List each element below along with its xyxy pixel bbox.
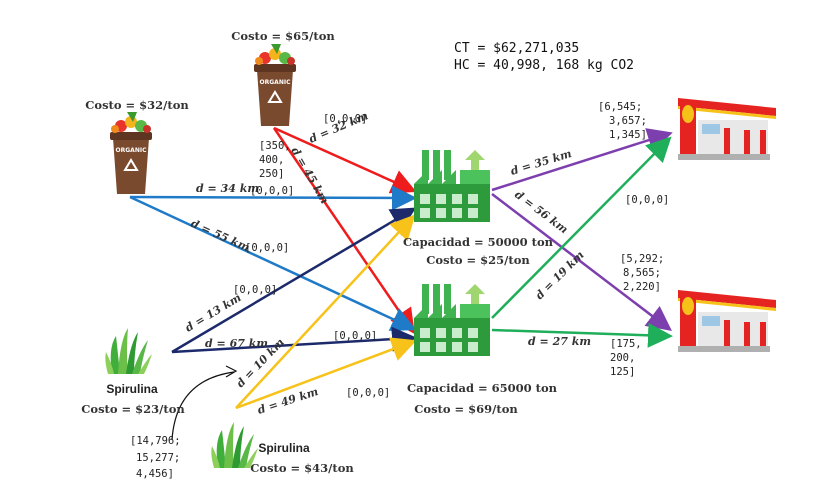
- spirulina-bottom-name: Spirulina: [258, 441, 310, 455]
- organic-bin-icon: ORGANIC: [253, 43, 297, 127]
- flow-label: [0,0,0]: [323, 113, 367, 125]
- flow-label: 250]: [259, 168, 284, 180]
- annotation-pointer-curve: [171, 371, 235, 441]
- flow-label: [175,: [610, 338, 642, 350]
- flow-label: [0,0,0]: [233, 284, 277, 296]
- arrow-plant-bottom-to-station-top: [491, 136, 672, 319]
- flow-label: 200,: [610, 352, 635, 364]
- plant-top-cost: Costo = $25/ton: [426, 253, 530, 267]
- spirulina-left-cost: Costo = $23/ton: [81, 402, 185, 416]
- spirulina-left-name: Spirulina: [106, 382, 158, 396]
- flow-label: [350,: [259, 140, 291, 152]
- flow-label: 8,565;: [623, 267, 661, 279]
- flow-label: [5,292;: [620, 253, 664, 265]
- flow-label: [0,0,0]: [333, 330, 377, 342]
- organic-top-cost: Costo = $65/ton: [231, 29, 335, 43]
- flow-label: [0,0,0]: [245, 242, 289, 254]
- spirulina-bottom-cost: Costo = $43/ton: [250, 461, 354, 475]
- arrow-spir-left-to-plant-bottom: [171, 326, 417, 354]
- gas-station-icon: [678, 290, 776, 352]
- arrow-plant-top-to-station-top: [491, 128, 673, 192]
- organic-badge: ORGANIC: [116, 147, 148, 154]
- plant-top-capacity: Capacidad = 50000 ton: [403, 235, 554, 249]
- flow-label: [0,0,0]: [346, 387, 390, 399]
- flow-label: 125]: [610, 366, 635, 378]
- flow-label: 2,220]: [623, 281, 661, 293]
- organic-left-cost: Costo = $32/ton: [85, 98, 189, 112]
- distance-label: d = 34 km: [196, 182, 259, 195]
- distance-label: d = 67 km: [205, 337, 268, 350]
- arrow-plant-bottom-to-station-bottom: [491, 322, 673, 348]
- organic-bin-icon: ORGANIC: [109, 111, 153, 195]
- arrow-org-left-to-plant-bottom: [129, 195, 417, 331]
- distance-label: d = 19 km: [533, 248, 587, 302]
- distance-label: d = 56 km: [512, 188, 570, 236]
- flow-label: 1,345]: [609, 129, 647, 141]
- flow-label: 3,657;: [609, 115, 647, 127]
- flow-label: 4,456]: [136, 468, 174, 480]
- flow-label: [14,796;: [130, 435, 181, 447]
- flow-label: 400,: [259, 154, 284, 166]
- plant-bottom-cost: Costo = $69/ton: [414, 402, 518, 416]
- total-cost-text: CT = $62,271,035: [454, 41, 579, 56]
- arrow-org-left-to-plant-top: [129, 185, 417, 211]
- arrow-spir-left-to-plant-top: [171, 207, 417, 354]
- organic-badge: ORGANIC: [260, 79, 292, 86]
- flow-label: [0,0,0]: [625, 194, 669, 206]
- factory-icon: [414, 150, 490, 222]
- arrows-layer: [129, 126, 673, 441]
- distance-label: d = 55 km: [189, 217, 252, 254]
- flow-label: 15,277;: [136, 452, 180, 464]
- arrow-org-top-to-plant-bottom: [272, 127, 415, 335]
- arrow-plant-top-to-station-bottom: [491, 193, 672, 332]
- carbon-footprint-text: HC = 40,998, 168 kg CO2: [454, 58, 634, 73]
- plant-bottom-capacity: Capacidad = 65000 ton: [407, 381, 558, 395]
- arrow-org-top-to-plant-top: [273, 126, 417, 194]
- gas-station-icon: [678, 98, 776, 160]
- arrow-spir-bottom-to-plant-top: [235, 214, 416, 409]
- distance-label: d = 27 km: [528, 335, 591, 348]
- flow-label: [6,545;: [598, 101, 642, 113]
- spirulina-icon: [105, 328, 152, 374]
- flow-label: [0,0,0]: [250, 185, 294, 197]
- arrow-spir-bottom-to-plant-bottom: [235, 337, 417, 410]
- annotation-pointer-head: [225, 365, 238, 378]
- factory-icon: [414, 284, 490, 356]
